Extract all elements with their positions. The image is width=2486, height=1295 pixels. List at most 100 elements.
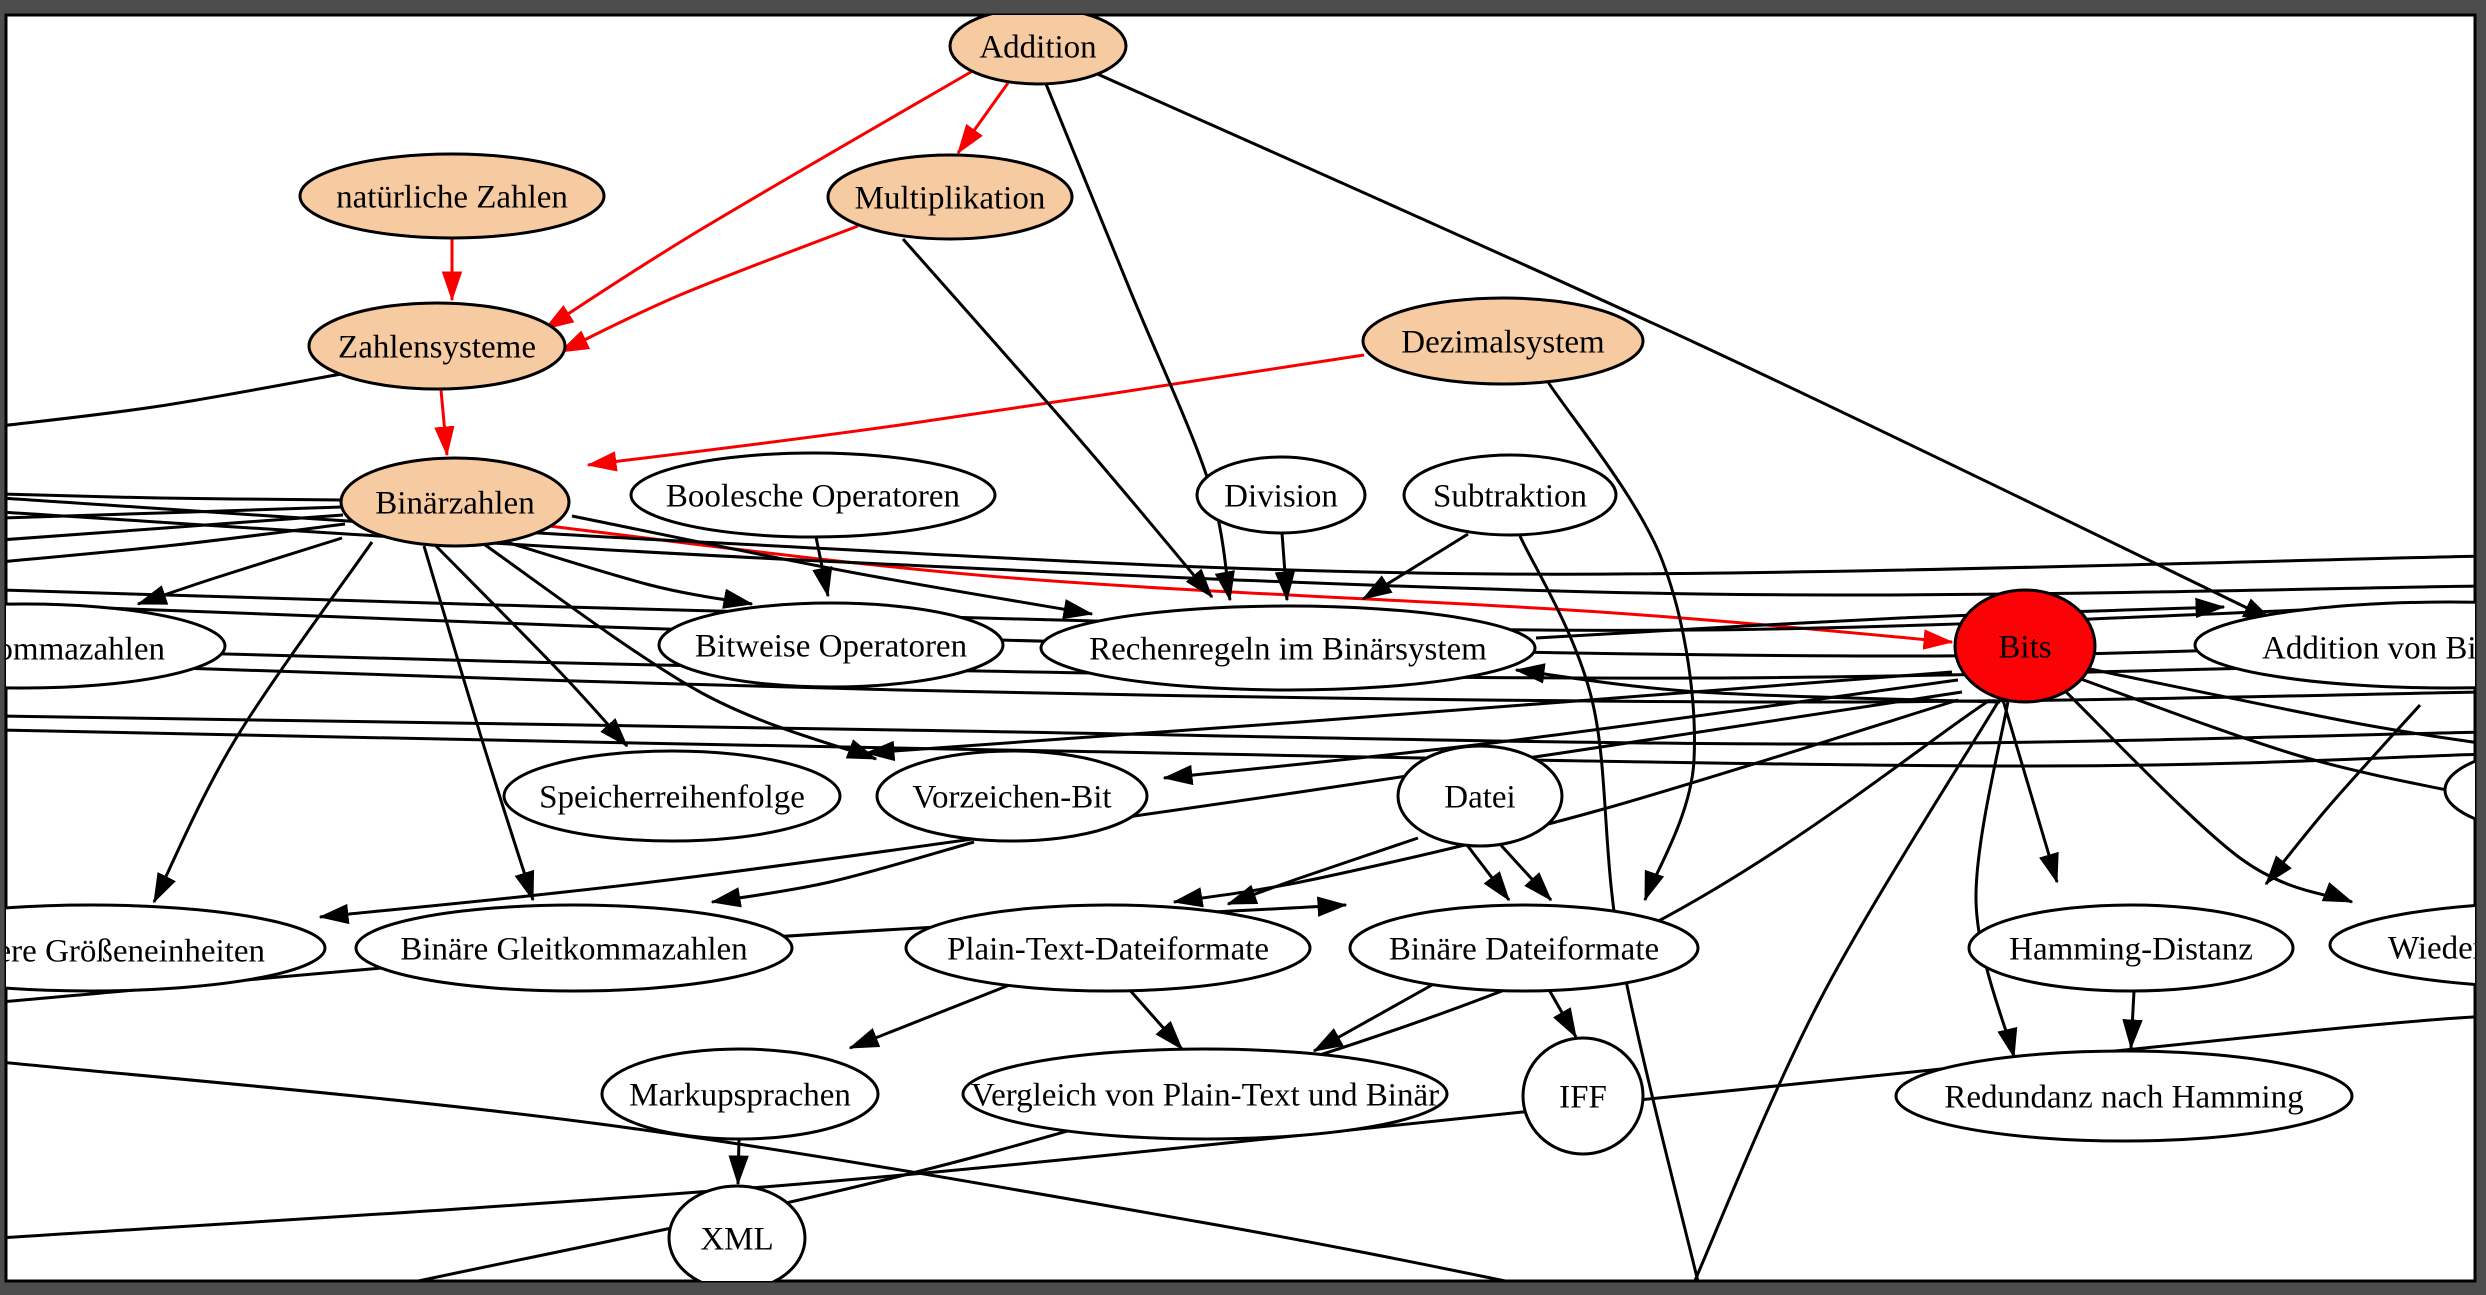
node-vergleich-plaintext-binaer[interactable]: Vergleich von Plain-Text und Binär xyxy=(961,1047,1449,1141)
edge-datei-to-binaere-dateiformate xyxy=(1465,844,1511,902)
node-natuerliche-zahlen[interactable]: natürliche Zahlen xyxy=(298,152,606,240)
node-ellipse-vorzeichen-bit[interactable] xyxy=(875,749,1149,843)
node-speicherreihenfolge[interactable]: Speicherreihenfolge xyxy=(502,749,842,843)
node-label-vergleich-plaintext-binaer: Vergleich von Plain-Text und Binär xyxy=(971,1078,1439,1114)
edge-offscreen-to-offscreen xyxy=(6,496,2475,576)
node-binaere-dateiformate[interactable]: Binäre Dateiformate xyxy=(1348,903,1700,993)
node-addition[interactable]: Addition xyxy=(948,8,1128,86)
node-binaere-gleitkommazahlen[interactable]: Binäre Gleitkommazahlen xyxy=(354,903,794,993)
node-boolesche-operatoren[interactable]: Boolesche Operatoren xyxy=(629,451,997,539)
node-layer: Addition natürliche Zahlen MultiplikationZ… xyxy=(0,8,2486,1290)
node-ellipse-bits[interactable] xyxy=(1953,588,2097,704)
node-ellipse-binaere-dateiformate[interactable] xyxy=(1348,903,1700,993)
node-label-bits: Bits xyxy=(1998,630,2051,666)
node-ellipse-vergleich-plaintext-binaer[interactable] xyxy=(961,1047,1449,1141)
edge-binaerzahlen-to-groesseneinheiten-cut xyxy=(152,541,374,904)
node-ellipse-markupsprachen[interactable] xyxy=(600,1047,880,1141)
node-multiplikation[interactable]: Multiplikation xyxy=(826,153,1074,241)
node-redundanz-nach-hamming[interactable]: Redundanz nach Hamming xyxy=(1894,1049,2354,1143)
edge-subtraktion-to-rechenregeln xyxy=(1361,532,1469,601)
edge-division-to-rechenregeln xyxy=(1274,532,1296,602)
node-label-addition-von-binaer-cut: Addition von Binär xyxy=(2262,631,2486,667)
node-label-plain-text-dateiformate: Plain-Text-Dateiformate xyxy=(947,932,1269,968)
edge-bits-to-offscreen xyxy=(2084,666,2475,744)
node-markupsprachen[interactable]: Markupsprachen xyxy=(600,1047,880,1141)
node-ellipse-boolesche-operatoren[interactable] xyxy=(629,451,997,539)
node-bits[interactable]: Bits xyxy=(1953,588,2097,704)
edge-vorzeichen-bit-to-binaere-gleitkommazahlen xyxy=(710,840,975,908)
node-xml[interactable]: XML xyxy=(667,1184,807,1290)
edge-datei-to-plain-text-dateiformate xyxy=(1226,836,1419,906)
node-label-binaere-dateiformate: Binäre Dateiformate xyxy=(1389,932,1659,968)
node-label-speicherreihenfolge: Speicherreihenfolge xyxy=(539,780,805,816)
node-clipped-right-node[interactable] xyxy=(2443,745,2486,835)
node-festkommazahlen-cut[interactable]: kommazahlen xyxy=(0,602,227,690)
node-bitweise-operatoren[interactable]: Bitweise Operatoren xyxy=(657,601,1005,689)
node-ellipse-groesseneinheiten-cut[interactable] xyxy=(0,903,327,993)
node-label-natuerliche-zahlen: natürliche Zahlen xyxy=(336,180,568,216)
node-ellipse-addition[interactable] xyxy=(948,8,1128,86)
node-ellipse-festkommazahlen-cut[interactable] xyxy=(0,602,227,690)
edge-subtraktion-to-offscreen xyxy=(1518,535,1700,1281)
node-ellipse-wiederho-cut[interactable] xyxy=(2328,902,2486,988)
edge-binaere-dateiformate-to-iff xyxy=(1546,987,1578,1039)
node-ellipse-binaerzahlen[interactable] xyxy=(339,456,571,548)
node-ellipse-zahlensysteme[interactable] xyxy=(307,301,567,391)
node-label-dezimalsystem: Dezimalsystem xyxy=(1401,325,1605,361)
node-datei[interactable]: Datei xyxy=(1396,744,1564,848)
node-ellipse-natuerliche-zahlen[interactable] xyxy=(298,152,606,240)
node-ellipse-subtraktion[interactable] xyxy=(1402,453,1618,537)
edge-addition-to-addition-von-binaer-cut xyxy=(1092,70,2274,622)
edge-offscreen-to-offscreen xyxy=(6,714,2475,746)
node-ellipse-xml[interactable] xyxy=(667,1184,807,1290)
node-label-bitweise-operatoren: Bitweise Operatoren xyxy=(695,629,967,665)
node-ellipse-datei[interactable] xyxy=(1396,744,1564,848)
node-label-rechenregeln: Rechenregeln im Binärsystem xyxy=(1089,632,1487,668)
node-label-boolesche-operatoren: Boolesche Operatoren xyxy=(666,479,960,515)
node-label-binaere-gleitkommazahlen: Binäre Gleitkommazahlen xyxy=(400,932,747,968)
node-label-multiplikation: Multiplikation xyxy=(855,181,1046,217)
node-ellipse-hamming-distanz[interactable] xyxy=(1967,903,2295,993)
edge-offscreen-to-offscreen xyxy=(6,510,2475,597)
node-ellipse-plain-text-dateiformate[interactable] xyxy=(904,903,1312,993)
node-zahlensysteme[interactable]: Zahlensysteme xyxy=(307,301,567,391)
node-ellipse-addition-von-binaer-cut[interactable] xyxy=(2193,600,2486,690)
edge-bits-to-hamming-distanz xyxy=(2001,699,2059,884)
node-ellipse-iff[interactable] xyxy=(1521,1036,1645,1156)
edge-plain-text-dateiformate-to-vergleich-plaintext-binaer xyxy=(1126,987,1184,1051)
node-groesseneinheiten-cut[interactable]: itere Größeneinheiten xyxy=(0,903,327,993)
edge-offscreen-to-offscreen xyxy=(6,1061,1514,1281)
node-ellipse-redundanz-nach-hamming[interactable] xyxy=(1894,1049,2354,1143)
edge-offscreen-to-offscreen xyxy=(6,728,2475,768)
node-plain-text-dateiformate[interactable]: Plain-Text-Dateiformate xyxy=(904,903,1312,993)
edge-binaerzahlen-to-rechenregeln xyxy=(571,514,1094,620)
node-label-iff: IFF xyxy=(1559,1080,1607,1116)
edge-addition-to-rechenregeln xyxy=(1044,83,1235,602)
node-ellipse-rechenregeln[interactable] xyxy=(1039,604,1537,692)
node-binaerzahlen[interactable]: Binärzahlen xyxy=(339,456,571,548)
edge-zahlensysteme-to-binaerzahlen xyxy=(434,389,455,457)
node-ellipse-bitweise-operatoren[interactable] xyxy=(657,601,1005,689)
node-label-xml: XML xyxy=(700,1222,773,1258)
node-ellipse-binaere-gleitkommazahlen[interactable] xyxy=(354,903,794,993)
node-ellipse-speicherreihenfolge[interactable] xyxy=(502,749,842,843)
node-wiederho-cut[interactable]: Wiederho xyxy=(2328,902,2486,988)
node-hamming-distanz[interactable]: Hamming-Distanz xyxy=(1967,903,2295,993)
node-subtraktion[interactable]: Subtraktion xyxy=(1402,453,1618,537)
edge-multiplikation-to-zahlensysteme xyxy=(558,224,859,354)
node-division[interactable]: Division xyxy=(1195,455,1367,535)
node-ellipse-dezimalsystem[interactable] xyxy=(1361,296,1645,386)
node-vorzeichen-bit[interactable]: Vorzeichen-Bit xyxy=(875,749,1149,843)
node-ellipse-multiplikation[interactable] xyxy=(826,153,1074,241)
node-ellipse-division[interactable] xyxy=(1195,455,1367,535)
edge-plain-text-dateiformate-to-markupsprachen xyxy=(848,982,1013,1050)
node-label-division: Division xyxy=(1224,479,1338,515)
edge-binaerzahlen-to-offscreen xyxy=(6,492,343,502)
node-addition-von-binaer-cut[interactable]: Addition von Binär xyxy=(2193,600,2486,690)
node-dezimalsystem[interactable]: Dezimalsystem xyxy=(1361,296,1645,386)
node-iff[interactable]: IFF xyxy=(1521,1036,1645,1156)
node-ellipse-clipped-right-node[interactable] xyxy=(2443,745,2486,835)
node-rechenregeln[interactable]: Rechenregeln im Binärsystem xyxy=(1039,604,1537,692)
